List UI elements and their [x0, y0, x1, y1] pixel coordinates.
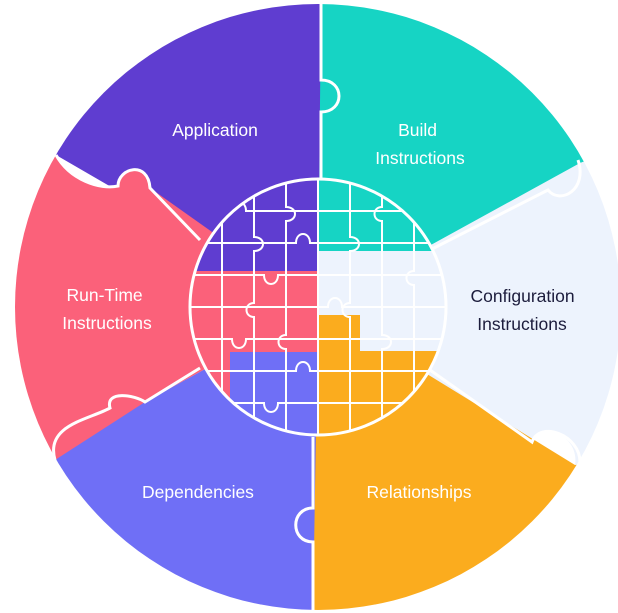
label-application: Application — [172, 120, 258, 140]
segment-dividers — [52, 4, 582, 610]
segment-runtime — [15, 150, 318, 470]
label-relationships: Relationships — [366, 482, 471, 502]
label-dependencies: Dependencies — [142, 482, 254, 502]
label-configuration-instructions: Configuration Instructions — [471, 286, 580, 334]
label-build-instructions: Build Instructions — [375, 120, 465, 168]
labels: Application Build Instructions Configura… — [62, 120, 580, 502]
inner-disc-border — [188, 177, 448, 437]
inner-quadrant-dependencies — [230, 352, 318, 435]
segment-configuration — [318, 150, 618, 465]
label-runtime-instructions: Run-Time Instructions — [62, 285, 152, 333]
